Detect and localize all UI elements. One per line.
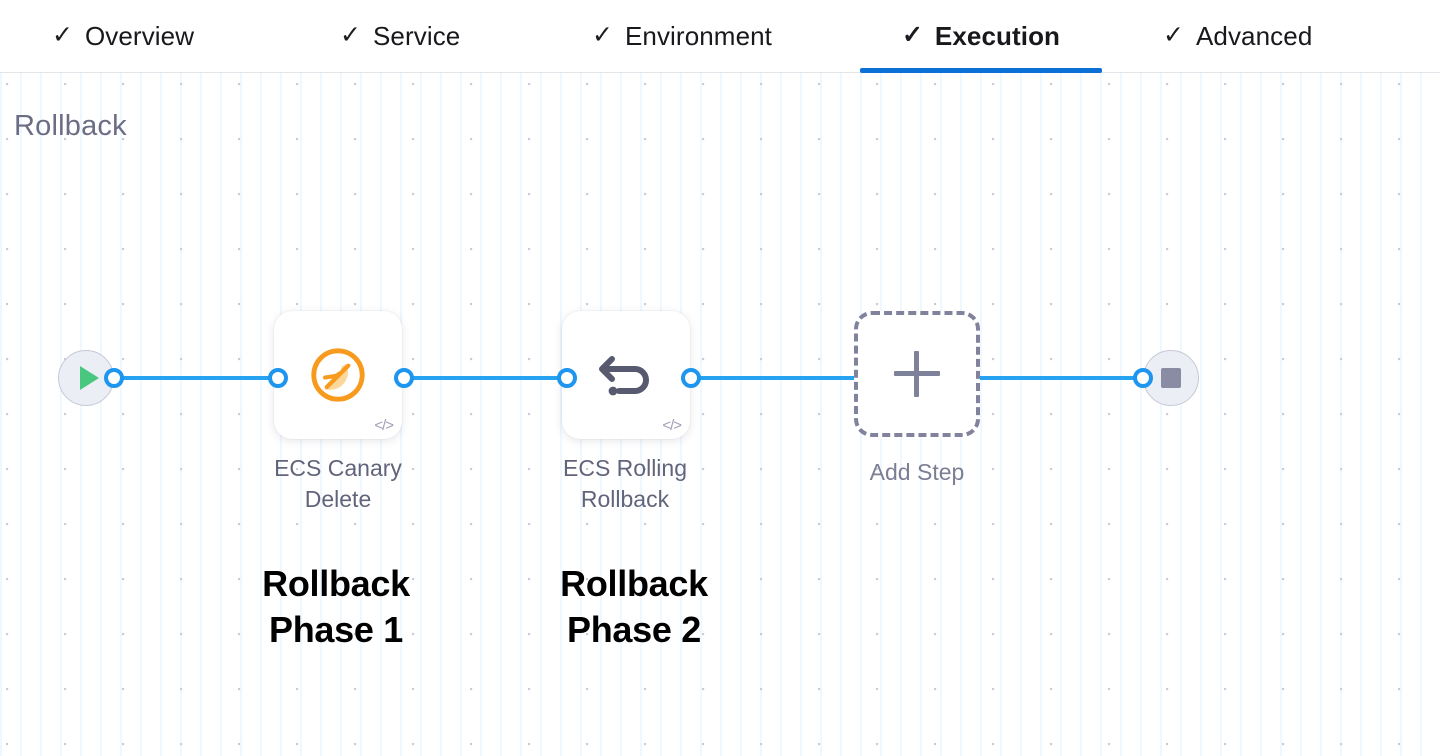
port-rolling-rollback-input[interactable] <box>557 368 577 388</box>
code-icon[interactable]: </> <box>662 417 682 434</box>
annotation-rollback-phase-1: Rollback Phase 1 <box>186 561 486 653</box>
tab-advanced-label: Advanced <box>1195 20 1313 51</box>
add-step-button[interactable] <box>854 311 980 437</box>
stop-icon <box>1161 368 1181 388</box>
ecs-canary-icon <box>274 311 402 439</box>
annotation-line-2: Phase 1 <box>269 609 403 651</box>
port-canary-delete-output[interactable] <box>394 368 414 388</box>
pipeline-flow: </> ECS Canary Delete </> ECS Rolling Ro… <box>0 73 1440 756</box>
annotation-line-1: Rollback <box>560 563 708 604</box>
plus-icon <box>894 351 940 397</box>
rollback-arrow-icon <box>562 311 690 439</box>
add-step-label: Add Step <box>869 459 965 485</box>
check-icon: ✓ <box>901 20 923 49</box>
tab-overview-label: Overview <box>84 20 195 51</box>
tab-overview[interactable]: ✓ Overview <box>52 0 194 72</box>
step-label-line-1: ECS Canary <box>274 455 402 481</box>
tab-service[interactable]: ✓ Service <box>340 0 460 72</box>
tab-execution[interactable]: ✓ Execution <box>860 0 1102 73</box>
annotation-line-1: Rollback <box>262 563 410 604</box>
tab-advanced[interactable]: ✓ Advanced <box>1163 0 1312 72</box>
tab-environment-label: Environment <box>624 20 773 51</box>
step-node-ecs-canary-delete[interactable]: </> <box>274 311 402 439</box>
tab-service-label: Service <box>372 20 461 51</box>
wizard-tab-bar: ✓ Overview ✓ Service ✓ Environment ✓ Exe… <box>0 0 1440 73</box>
check-icon: ✓ <box>52 20 73 49</box>
tab-environment[interactable]: ✓ Environment <box>592 0 772 72</box>
port-canary-delete-input[interactable] <box>268 368 288 388</box>
port-start-output[interactable] <box>104 368 124 388</box>
play-icon <box>79 366 99 390</box>
step-label-line-1: ECS Rolling <box>563 455 687 481</box>
edge-add-step-to-end <box>968 376 1148 380</box>
step-node-ecs-rolling-rollback[interactable]: </> <box>562 311 690 439</box>
port-rolling-rollback-output[interactable] <box>681 368 701 388</box>
annotation-line-2: Phase 2 <box>567 609 701 651</box>
port-end-input[interactable] <box>1133 368 1153 388</box>
section-title-rollback: Rollback <box>14 110 127 142</box>
check-icon: ✓ <box>1163 20 1184 49</box>
edge-rolling-rollback-to-add-step <box>686 376 868 380</box>
step-label-line-2: Rollback <box>580 486 670 513</box>
step-label-ecs-rolling-rollback: ECS Rolling Rollback <box>515 453 735 515</box>
tab-execution-label: Execution <box>934 20 1061 51</box>
pipeline-canvas[interactable]: Rollback </> ECS Canary <box>0 73 1440 756</box>
check-icon: ✓ <box>592 20 613 49</box>
edge-start-to-canary-delete <box>108 376 284 380</box>
check-icon: ✓ <box>340 20 361 49</box>
edge-canary-delete-to-rolling-rollback <box>398 376 570 380</box>
code-icon[interactable]: </> <box>374 417 394 434</box>
annotation-rollback-phase-2: Rollback Phase 2 <box>484 561 784 653</box>
active-tab-indicator <box>860 68 1102 73</box>
step-label-line-2: Delete <box>304 486 372 513</box>
step-label-ecs-canary-delete: ECS Canary Delete <box>228 453 448 515</box>
